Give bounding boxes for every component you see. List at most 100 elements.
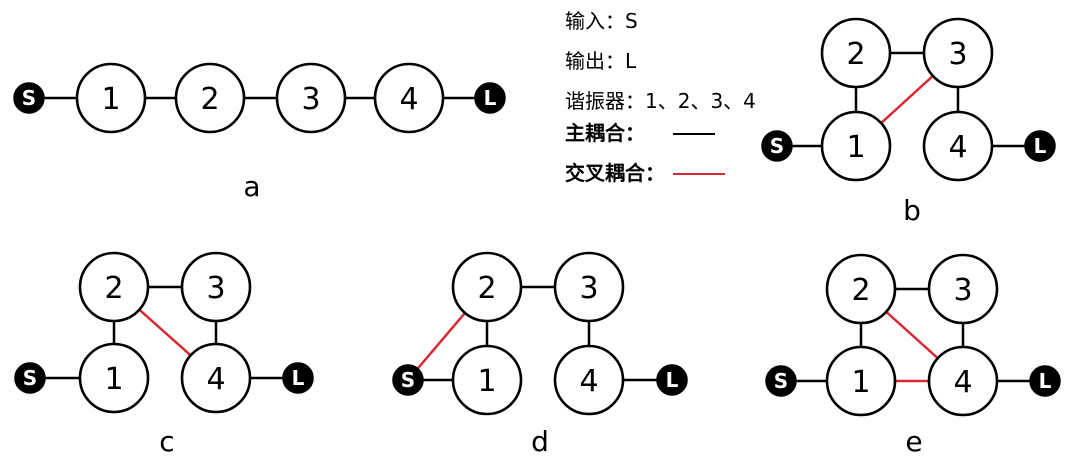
load-port: L [656, 364, 688, 396]
diagram-c: 1 2 3 4 S Lc [14, 251, 314, 458]
resonator-label: 2 [104, 271, 123, 306]
resonator-3: 3 [180, 251, 252, 323]
source-port: S [392, 364, 424, 396]
resonator-4: 4 [553, 344, 625, 416]
port-circle [13, 82, 45, 114]
resonator-label: 1 [477, 364, 496, 399]
source-port: S [765, 365, 797, 397]
resonator-3: 3 [553, 251, 625, 323]
load-port-label: L [484, 86, 497, 110]
resonator-label: 1 [101, 82, 120, 117]
resonator-circle [78, 342, 150, 414]
resonator-3: 3 [275, 62, 347, 134]
legend: 输入：S 输出：L 谐振器：1、2、3、4 主耦合： 交叉耦合： [565, 9, 756, 185]
resonator-label: 4 [206, 362, 225, 397]
port-circle [474, 82, 506, 114]
port-circle [14, 362, 46, 394]
diagram-e: 1 2 3 4 S Le [765, 253, 1061, 458]
port-circle [1029, 365, 1061, 397]
diagram-b: 1 2 3 4 S Lb [761, 17, 1056, 227]
resonator-label: 2 [477, 271, 496, 306]
source-port-label: S [23, 366, 37, 390]
resonator-4: 4 [373, 62, 445, 134]
legend-main-coupling-label: 主耦合： [565, 121, 645, 145]
resonator-2: 2 [78, 251, 150, 323]
resonator-label: 4 [953, 365, 972, 400]
source-port: S [13, 82, 45, 114]
diagram-caption: b [903, 194, 921, 227]
resonator-label: 2 [200, 82, 219, 117]
resonator-1: 1 [75, 62, 147, 134]
resonator-2: 2 [825, 253, 897, 325]
port-circle [765, 365, 797, 397]
source-port-label: S [22, 86, 36, 110]
resonator-circle [825, 253, 897, 325]
diagram-caption: c [159, 425, 174, 458]
load-port-label: L [1034, 134, 1047, 158]
resonator-label: 4 [399, 82, 418, 117]
resonator-circle [451, 344, 523, 416]
diagram-a: 1 2 3 4 S La [13, 62, 506, 203]
resonator-label: 3 [948, 37, 967, 72]
resonator-label: 3 [579, 271, 598, 306]
port-circle [656, 364, 688, 396]
resonator-label: 3 [206, 271, 225, 306]
resonator-label: 1 [846, 130, 865, 165]
port-circle [392, 364, 424, 396]
load-port: L [1029, 365, 1061, 397]
resonator-circle [275, 62, 347, 134]
resonator-2: 2 [174, 62, 246, 134]
load-port-label: L [292, 366, 305, 390]
resonator-label: 4 [948, 130, 967, 165]
source-port-label: S [770, 134, 784, 158]
resonator-4: 4 [922, 110, 994, 182]
resonator-3: 3 [927, 253, 999, 325]
source-port-label: S [401, 368, 415, 392]
resonator-1: 1 [820, 110, 892, 182]
resonator-4: 4 [180, 342, 252, 414]
resonator-circle [820, 17, 892, 89]
resonator-label: 2 [851, 273, 870, 308]
cross-coupling-2-4 [885, 310, 939, 360]
resonator-circle [373, 62, 445, 134]
resonator-circle [78, 251, 150, 323]
resonator-circle [451, 251, 523, 323]
resonator-circle [820, 110, 892, 182]
source-port-label: S [774, 369, 788, 393]
source-port: S [14, 362, 46, 394]
resonator-circle [174, 62, 246, 134]
resonator-label: 3 [301, 82, 320, 117]
load-port: L [282, 362, 314, 394]
resonator-2: 2 [820, 17, 892, 89]
legend-resonators: 谐振器：1、2、3、4 [565, 89, 756, 113]
legend-input: 输入：S [565, 9, 638, 33]
resonator-circle [922, 17, 994, 89]
resonator-label: 1 [851, 365, 870, 400]
resonator-3: 3 [922, 17, 994, 89]
resonator-1: 1 [78, 342, 150, 414]
resonator-label: 1 [104, 362, 123, 397]
load-port-label: L [666, 368, 679, 392]
diagram-caption: e [905, 425, 922, 458]
load-port-label: L [1039, 369, 1052, 393]
resonator-label: 3 [953, 273, 972, 308]
cross-coupling-1-3 [880, 74, 934, 125]
resonator-circle [927, 345, 999, 417]
resonator-label: 2 [846, 37, 865, 72]
source-port: S [761, 130, 793, 162]
resonator-circle [553, 344, 625, 416]
diagram-caption: a [243, 170, 260, 203]
resonator-2: 2 [451, 251, 523, 323]
legend-cross-coupling-label: 交叉耦合： [565, 161, 665, 185]
load-port: L [474, 82, 506, 114]
port-circle [761, 130, 793, 162]
resonator-1: 1 [451, 344, 523, 416]
resonator-circle [553, 251, 625, 323]
load-port: L [1024, 130, 1056, 162]
resonator-circle [180, 251, 252, 323]
resonator-circle [75, 62, 147, 134]
legend-output: 输出：L [565, 49, 637, 73]
